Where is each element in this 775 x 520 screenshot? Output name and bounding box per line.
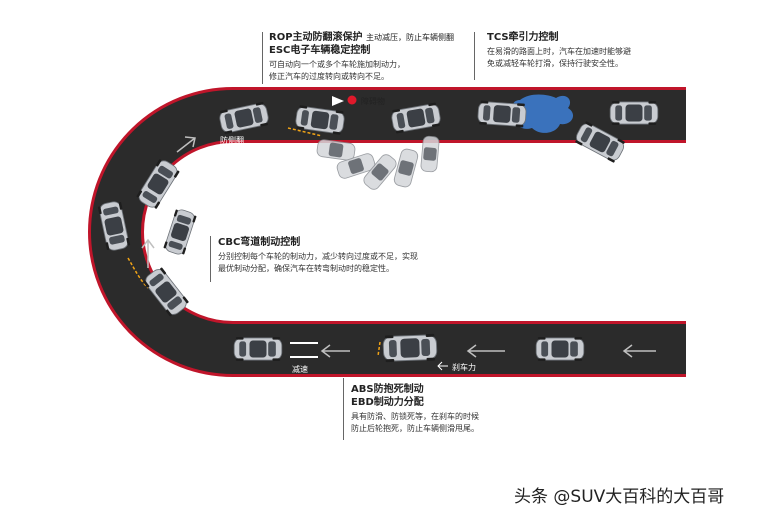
cbc-desc-2: 最优制动分配，确保汽车在转弯制动时的稳定性。 [218, 264, 394, 273]
rop-title: ROP主动防翻滚保护 主动减压，防止车辆侧翻 [269, 32, 455, 43]
watermark: 头条 @SUV大百科的大百哥 [514, 487, 725, 507]
skid-marks [127, 127, 381, 357]
cbc-title: CBC弯道制动控制 [218, 237, 301, 248]
tcs-desc-2: 免或减轻车轮打滑，保持行驶安全性。 [487, 59, 623, 68]
abs-callout: ABS防抱死制动 EBD制动力分配 具有防滑、防锁死等，在刹车的时候 防止后轮抱… [351, 383, 479, 435]
label-decelerate: 减速 [292, 364, 308, 374]
abs-desc-2: 防止后轮抱死，防止车辆侧滑甩尾。 [351, 424, 479, 433]
lane-arrows [141, 136, 656, 358]
rop-desc-1: 可自动向一个或多个车轮施加制动力， [269, 60, 405, 69]
label-anti-roll: 防侧翻 [220, 135, 244, 145]
tcs-callout-line [474, 32, 475, 80]
label-brake-force: 刹车力 [452, 362, 476, 372]
rop-desc-2: 修正汽车的过度转向或转向不足。 [269, 72, 389, 81]
brake-lines [290, 342, 318, 358]
cbc-callout-line [210, 236, 211, 282]
esc-title: ESC电子车辆稳定控制 [269, 45, 371, 56]
obstacle-marker [332, 95, 357, 106]
abs-desc-1: 具有防滑、防锁死等，在刹车的时候 [351, 412, 479, 421]
water-puddle [512, 94, 574, 133]
label-obstacle: 障碍物 [361, 96, 385, 106]
rop-title-note: 主动减压，防止车辆侧翻 [366, 33, 455, 42]
abs-callout-line [343, 378, 344, 440]
cbc-desc-1: 分别控制每个车轮的制动力，减少转向过度或不足，实现 [218, 252, 418, 261]
tcs-callout: TCS牵引力控制 在易滑的路面上时，汽车在加速时能够避 免或减轻车轮打滑，保持行… [487, 31, 631, 70]
rop-callout: ROP主动防翻滚保护 主动减压，防止车辆侧翻 ESC电子车辆稳定控制 可自动向一… [269, 31, 454, 83]
ebd-title: EBD制动力分配 [351, 397, 424, 408]
cbc-callout: CBC弯道制动控制 分别控制每个车轮的制动力，减少转向过度或不足，实现 最优制动… [218, 236, 418, 275]
tcs-title: TCS牵引力控制 [487, 32, 559, 43]
abs-title: ABS防抱死制动 [351, 384, 424, 395]
overturned-cars [315, 135, 440, 193]
tcs-desc-1: 在易滑的路面上时，汽车在加速时能够避 [487, 47, 631, 56]
brake-force-arrow [437, 361, 448, 371]
rop-callout-line [262, 32, 263, 84]
